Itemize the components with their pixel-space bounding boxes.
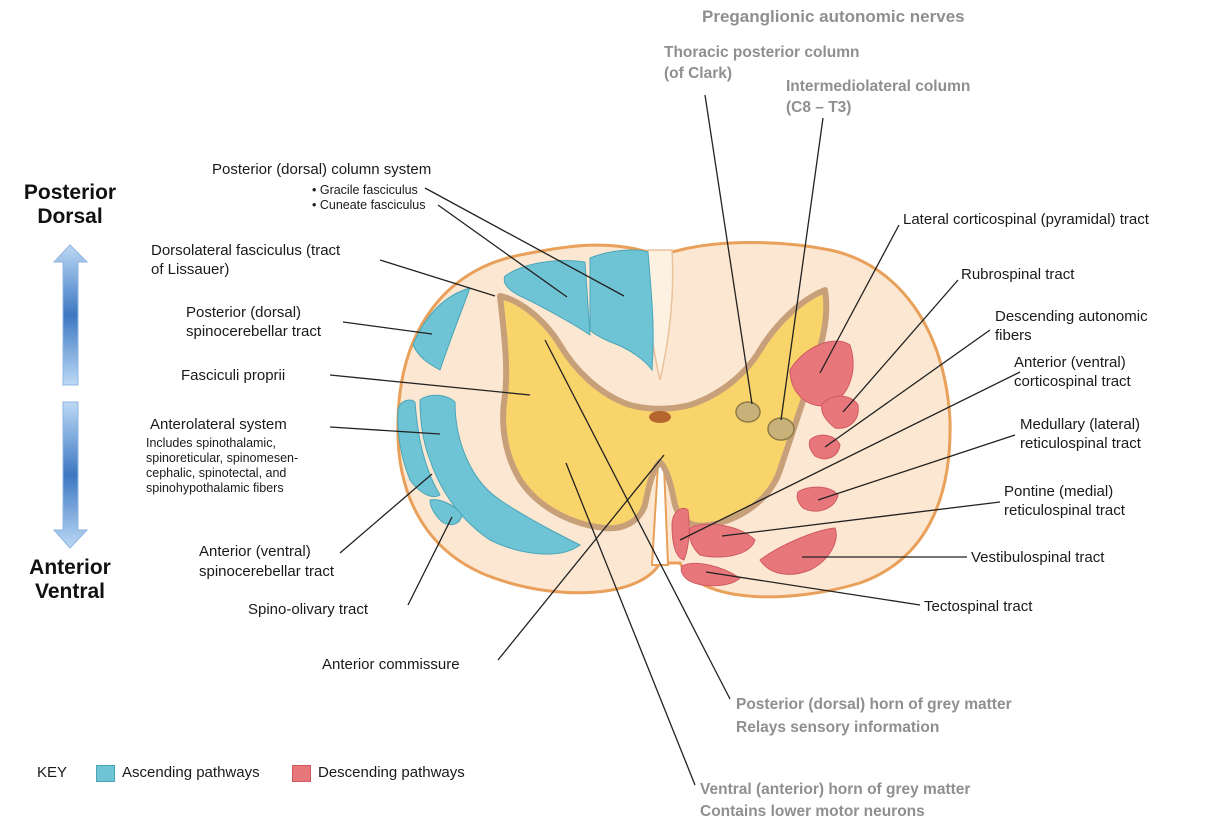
post-spinocerebellar-label-2: spinocerebellar tract (186, 322, 321, 341)
anterior-commissure-label: Anterior commissure (322, 655, 460, 674)
post-spinocerebellar-label-1: Posterior (dorsal) (186, 303, 301, 322)
dorsolateral-label-2: of Lissauer) (151, 260, 229, 279)
posterior-label: Posterior (14, 181, 126, 204)
medullary-reticulospinal-label-2: reticulospinal tract (1020, 434, 1141, 453)
includes-label-4: spinohypothalamic fibers (146, 481, 284, 496)
includes-label-1: Includes spinothalamic, (146, 436, 276, 451)
clark-column (736, 402, 760, 422)
anterior-label: Anterior (14, 556, 126, 579)
intermediolateral-label-1: Intermediolateral column (786, 76, 970, 97)
posterior-column-label: Posterior (dorsal) column system (212, 160, 431, 179)
lateral-corticospinal-label: Lateral corticospinal (pyramidal) tract (903, 210, 1149, 229)
medullary-reticulospinal-label-1: Medullary (lateral) (1020, 415, 1140, 434)
spino-olivary-label: Spino-olivary tract (248, 600, 368, 619)
pontine-reticulospinal-label-1: Pontine (medial) (1004, 482, 1113, 501)
anterior-corticospinal-label-2: corticospinal tract (1014, 372, 1131, 391)
descending-key-label: Descending pathways (318, 763, 465, 782)
ant-spinocerebellar-label-2: spinocerebellar tract (199, 562, 334, 581)
thoracic-column-label-1: Thoracic posterior column (664, 42, 860, 63)
descending-autonomic-fibers (809, 435, 840, 459)
descending-swatch (292, 765, 311, 782)
pontine-reticulospinal-label-2: reticulospinal tract (1004, 501, 1125, 520)
intermediolateral-column (768, 418, 794, 440)
ventral-horn-label-2: Contains lower motor neurons (700, 801, 925, 822)
ventral-label: Ventral (14, 580, 126, 603)
tectospinal-label: Tectospinal tract (924, 597, 1032, 616)
ascending-key-label: Ascending pathways (122, 763, 260, 782)
ant-spinocerebellar-label-1: Anterior (ventral) (199, 542, 311, 561)
thoracic-column-label-2: (of Clark) (664, 63, 732, 84)
cuneate-label: • Cuneate fasciculus (312, 198, 425, 213)
descending-autonomic-label-2: fibers (995, 326, 1032, 345)
intermediolateral-label-2: (C8 – T3) (786, 97, 851, 118)
descending-autonomic-label-1: Descending autonomic (995, 307, 1148, 326)
central-canal (649, 411, 671, 423)
ventral-horn-label-1: Ventral (anterior) horn of grey matter (700, 779, 970, 800)
includes-label-3: cephalic, spinotectal, and (146, 466, 286, 481)
gracile-label: • Gracile fasciculus (312, 183, 418, 198)
dorsal-label: Dorsal (14, 205, 126, 228)
rubrospinal-label: Rubrospinal tract (961, 265, 1074, 284)
anterior-corticospinal-label-1: Anterior (ventral) (1014, 353, 1126, 372)
ascending-swatch (96, 765, 115, 782)
anterolateral-label: Anterolateral system (150, 415, 287, 434)
preganglionic-label: Preganglionic autonomic nerves (702, 6, 965, 27)
posterior-horn-label-2: Relays sensory information (736, 717, 939, 738)
orientation-arrow (54, 245, 87, 548)
vestibulospinal-label: Vestibulospinal tract (971, 548, 1104, 567)
fasciculi-proprii-label: Fasciculi proprii (181, 366, 285, 385)
key-title: KEY (37, 763, 67, 782)
posterior-horn-label-1: Posterior (dorsal) horn of grey matter (736, 694, 1012, 715)
includes-label-2: spinoreticular, spinomesen- (146, 451, 298, 466)
spinal-cord-cross-section (398, 243, 950, 597)
dorsolateral-label-1: Dorsolateral fasciculus (tract (151, 241, 340, 260)
